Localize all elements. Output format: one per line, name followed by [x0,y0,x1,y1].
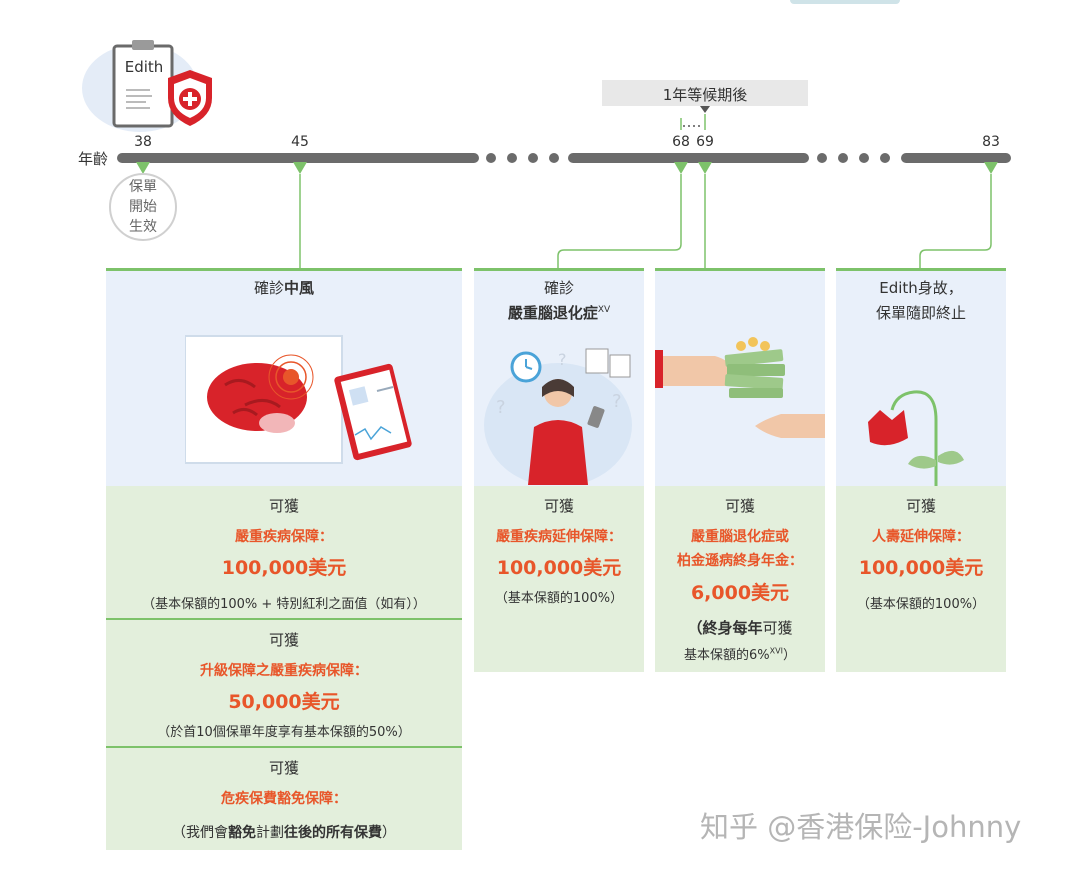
death-heading: 可獲 [905,497,936,515]
top-decoration [790,0,900,4]
death-benefit-panel [836,486,1006,672]
stroke-s3-note-b: 豁免 [228,825,256,841]
annuity-note-line2: 基本保額的6%XVI） [655,644,825,663]
policy-start-line-3: 生效 [129,219,157,235]
annuity-benefit-panel [655,486,825,672]
stroke-divider-1 [106,618,462,620]
death-benefit: 人壽延伸保障： [872,529,970,545]
death-card-header [836,268,1006,489]
stroke-divider-2 [106,746,462,748]
annuity-note-text: 基本保額的6% [684,648,770,663]
stroke-s3-benefit: 危疾保費豁免保障： [221,791,347,807]
dementia-illustration: ? ? ? [478,335,640,487]
dementia-title-text: 嚴重腦退化症 [507,304,598,322]
death-illustration [860,380,980,486]
annuity-note-bold: （終身每年 [687,619,763,637]
age-69: 69 [696,134,714,150]
waiting-period-label: 1年等候期後 [662,86,748,104]
dementia-title-sup: XV [597,305,611,315]
age-83: 83 [982,134,1000,150]
dementia-benefit-panel [474,486,644,672]
timeline-graphic [109,106,1011,268]
watermark: 知乎 @香港保险-Johnny [700,810,1022,844]
age-68: 68 [672,134,690,150]
annuity-amount: 6,000美元 [690,582,790,604]
confused-woman-icon: ? ? ? [484,348,632,487]
svg-text:?: ? [612,391,622,412]
timeline-axis-label: 年齡 [78,150,109,168]
death-title-line2: 保單隨即終止 [875,304,966,322]
profile-icon-group [80,28,230,138]
stroke-s2-heading: 可獲 [268,631,299,649]
stroke-s1-note: （基本保額的100% + 特別紅利之面值（如有）） [142,597,426,612]
stroke-s3-note-a: （我們會 [172,825,228,841]
clipboard-shield-icon [82,40,212,132]
stroke-s2-benefit: 升級保障之嚴重疾病保障： [200,663,368,679]
timeline-waiting-box [602,80,808,106]
dementia-heading: 可獲 [543,497,574,515]
brain-icon [184,335,412,464]
policy-start-label: 保單 開始 生效 [113,177,173,237]
annuity-note-rest: 可獲 [762,619,793,637]
stroke-s3-note-d: 往後的所有保費 [284,825,382,841]
annuity-heading: 可獲 [724,497,755,515]
stroke-section-3 [106,748,462,850]
stroke-s1-heading: 可獲 [268,497,299,515]
annuity-note-end: ） [782,648,796,663]
stroke-s3-note: （我們會豁免計劃往後的所有保費） [106,822,462,842]
stroke-s1-amount: 100,000美元 [221,557,347,579]
dementia-note: （基本保額的100%） [494,591,624,606]
money-hands-icon [655,337,825,438]
stroke-s1-benefit: 嚴重疾病保障： [235,529,333,545]
annuity-illustration [655,330,825,445]
stroke-s3-note-e: ） [382,825,396,841]
stroke-section-2 [106,620,462,746]
brain-illustration [184,335,415,465]
profile-name: Edith [124,58,164,76]
death-amount: 100,000美元 [858,557,984,579]
policy-start-line-2: 開始 [129,199,157,215]
stroke-s2-note: （於首10個保單年度享有基本保額的50%） [157,725,411,740]
dementia-benefit: 嚴重疾病延伸保障： [496,529,622,545]
death-title-line1: Edith身故， [879,279,963,297]
stroke-card-title: 確診中風 [106,277,462,298]
stroke-s3-note-c: 計劃 [256,825,284,841]
svg-text:?: ? [496,397,506,418]
annuity-note-line1: （終身每年可獲 [655,617,825,638]
annuity-note-sup: XVI [769,646,783,656]
age-38: 38 [134,134,152,150]
svg-text:?: ? [558,350,567,369]
stroke-section-1 [106,486,462,618]
dementia-title-line1: 確診 [543,279,574,297]
annuity-benefit-line1: 嚴重腦退化症或 [691,529,789,545]
annuity-benefit-line2: 柏金遜病終身年金： [677,553,803,569]
dementia-title-line2: 嚴重腦退化症XV [474,302,644,323]
dementia-amount: 100,000美元 [496,557,622,579]
policy-start-line-1: 保單 [129,179,157,195]
age-45: 45 [291,134,309,150]
stroke-title-prefix: 確診 [253,279,284,297]
wilted-flower-icon [868,390,964,486]
stroke-s2-amount: 50,000美元 [228,691,340,713]
stroke-s3-heading: 可獲 [268,759,299,777]
stroke-title-bold: 中風 [284,279,315,297]
death-note: （基本保額的100%） [856,597,986,612]
